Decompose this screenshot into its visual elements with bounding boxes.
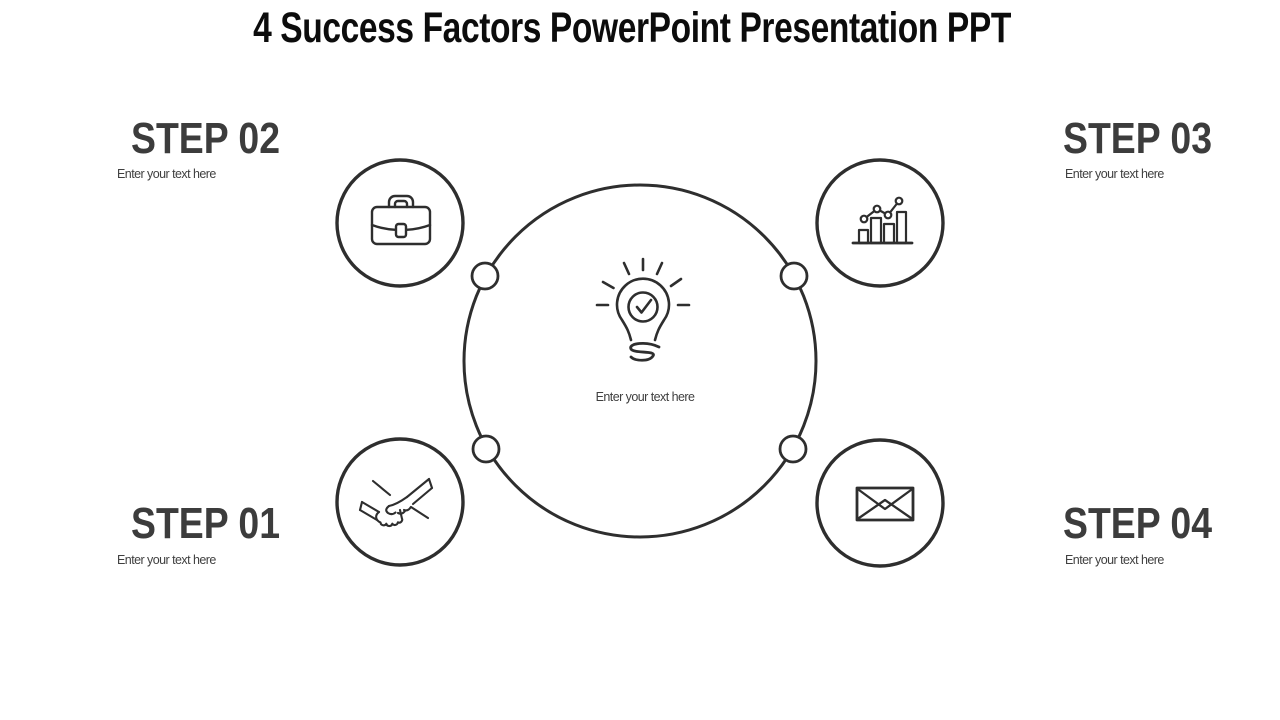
main-circle [462, 183, 818, 539]
handshake-icon [358, 477, 434, 528]
step-02-placeholder[interactable]: Enter your text here [117, 167, 216, 181]
step-04-placeholder[interactable]: Enter your text here [1065, 553, 1164, 567]
slide-title: 4 Success Factors PowerPoint Presentatio… [253, 4, 1011, 52]
center-placeholder[interactable]: Enter your text here [595, 390, 695, 404]
satellite-circle [335, 437, 465, 567]
growth-chart-icon [851, 196, 914, 245]
satellite-circle [815, 158, 945, 288]
satellite-top-right [815, 158, 945, 288]
step-04-label: STEP 04 [1063, 499, 1213, 548]
satellite-circle [815, 438, 945, 568]
step-03-placeholder[interactable]: Enter your text here [1065, 167, 1164, 181]
satellite-circle [335, 158, 465, 288]
connector-nodes [470, 261, 809, 464]
step-03-label: STEP 03 [1063, 114, 1213, 163]
lightbulb-check-icon [595, 257, 691, 362]
connector-node-bottom-left [471, 434, 501, 464]
satellite-bottom-right [815, 438, 945, 568]
connector-node-bottom-right [778, 434, 808, 464]
connector-node-top-right [779, 261, 809, 291]
satellite-bottom-left [335, 437, 465, 567]
step-01-label: STEP 01 [131, 499, 281, 548]
satellite-top-left [335, 158, 465, 288]
step-02-label: STEP 02 [131, 114, 281, 163]
connector-node-top-left [470, 261, 500, 291]
envelope-icon [855, 486, 915, 522]
step-01-placeholder[interactable]: Enter your text here [117, 553, 216, 567]
briefcase-icon [370, 194, 432, 246]
